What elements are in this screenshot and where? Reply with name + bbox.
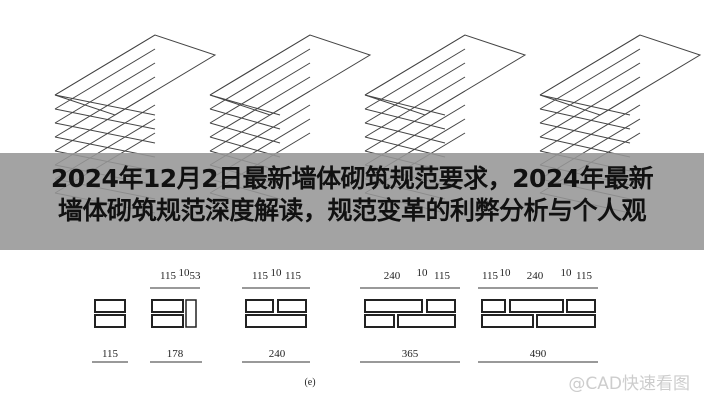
width-label: 115	[102, 348, 119, 360]
brick-course-line	[364, 94, 446, 116]
brick-course-line	[54, 48, 156, 110]
brick-course-line	[539, 48, 641, 110]
brick-course-line	[364, 122, 446, 144]
brick-course-line	[539, 94, 631, 116]
brick-course-line	[364, 108, 446, 130]
brick-course-line	[54, 122, 156, 144]
dim-label: 115	[576, 270, 593, 282]
width-label: 178	[167, 348, 184, 360]
watermark: @CAD快速看图	[568, 374, 690, 394]
brick-course-line	[539, 62, 641, 124]
width-label: 365	[402, 348, 419, 360]
article-title: 2024年12月2日最新墙体砌筑规范要求，2024年最新 墙体砌筑规范深度解读，…	[0, 163, 704, 227]
dim-label: 10	[417, 267, 429, 279]
plan-sections	[94, 299, 596, 328]
dim-label: 240	[384, 270, 401, 282]
dim-label: 240	[527, 270, 544, 282]
wall-top-face	[54, 34, 217, 116]
title-overlay-band	[0, 153, 704, 250]
brick-course-line	[54, 62, 156, 124]
brick-course-line	[209, 108, 281, 130]
title-line-2: 墙体砌筑规范深度解读，规范变革的利弊分析与个人观	[57, 196, 647, 225]
width-label: 490	[530, 348, 547, 360]
width-label: 240	[269, 348, 286, 360]
brick-course-line	[364, 48, 466, 110]
brick-course-line	[209, 94, 281, 116]
title-line-1: 2024年12月2日最新墙体砌筑规范要求，2024年最新	[50, 164, 654, 193]
wall-top-face	[209, 34, 372, 116]
dim-label: 115	[482, 270, 499, 282]
brick-course-line	[54, 94, 156, 116]
dim-label: 115	[285, 270, 302, 282]
brick-course-line	[364, 76, 466, 138]
dim-label: 10	[179, 267, 191, 279]
brick-course-line	[54, 108, 156, 130]
dim-label: 10	[561, 267, 573, 279]
brick-course-line	[54, 76, 156, 138]
brick-course-line	[209, 122, 281, 144]
dim-label: 53	[190, 270, 202, 282]
dim-label: 10	[500, 267, 512, 279]
dim-label: 10	[271, 267, 283, 279]
dim-label: 115	[252, 270, 269, 282]
brick-course-line	[209, 48, 311, 110]
brick-course-line	[209, 62, 311, 124]
brick-course-line	[209, 76, 311, 138]
dim-label: 115	[160, 270, 177, 282]
figure-caption: (e)	[304, 377, 315, 388]
wall-top-face	[539, 34, 702, 116]
dimension-lines	[92, 287, 598, 363]
brick-course-line	[539, 122, 631, 144]
brick-course-line	[539, 108, 631, 130]
brick-course-line	[539, 76, 641, 138]
wall-top-face	[364, 34, 527, 116]
brick-course-line	[364, 62, 466, 124]
dim-label: 115	[434, 270, 451, 282]
